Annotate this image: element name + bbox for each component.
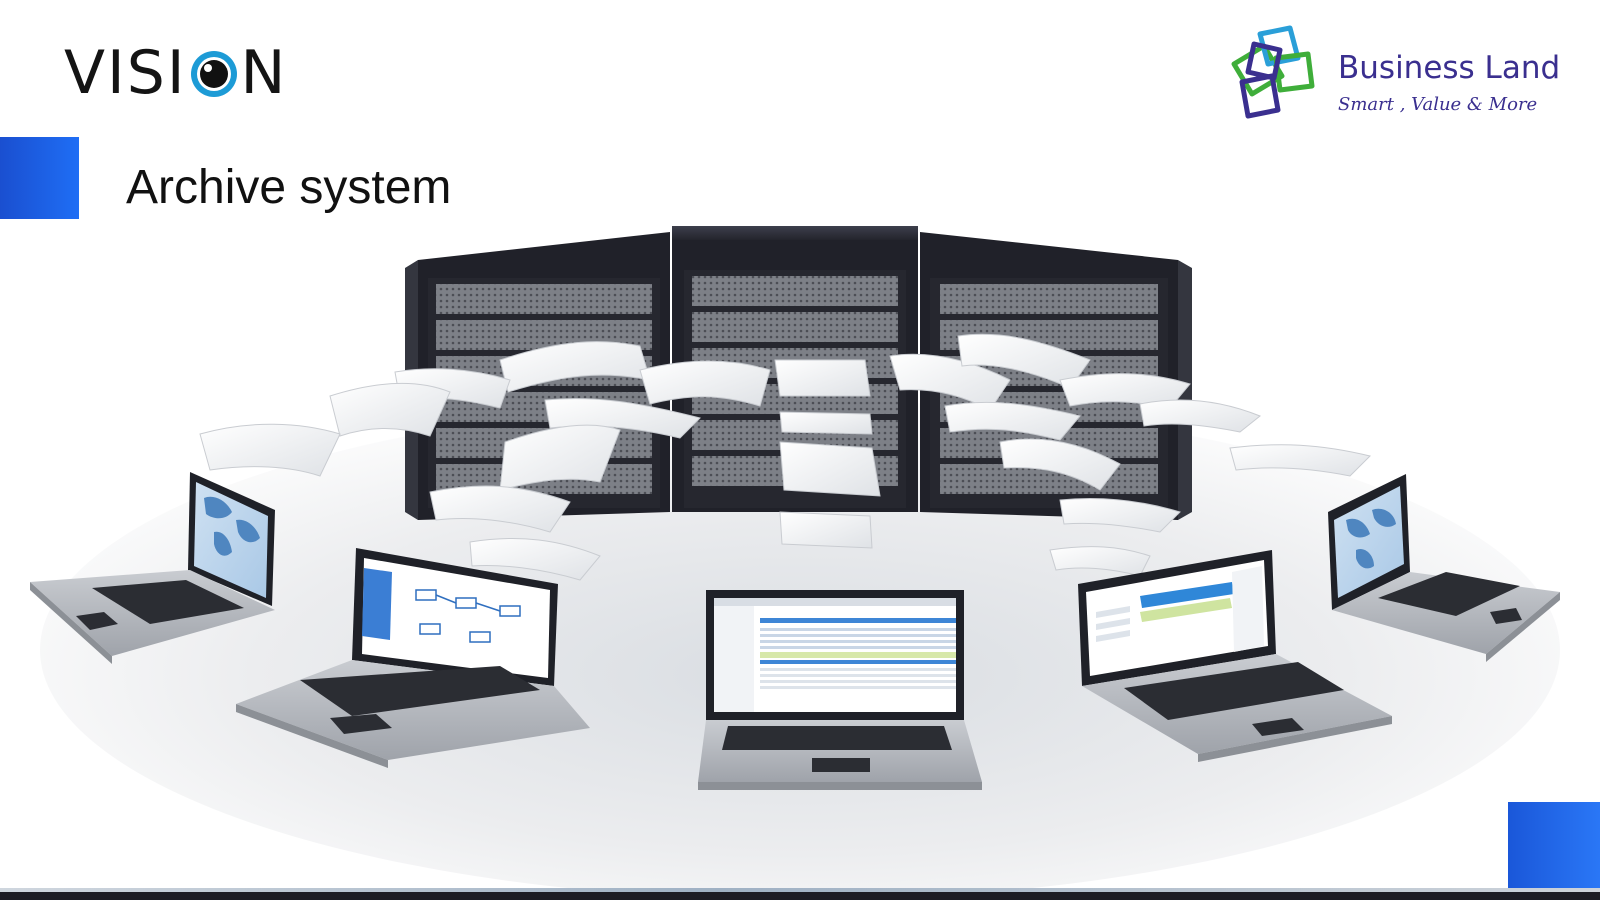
laptop-right [1078, 550, 1392, 762]
laptop-left [236, 548, 590, 768]
laptop-center [698, 590, 982, 790]
business-land-tagline: Smart , Value & More [1338, 94, 1538, 115]
accent-block-left [0, 137, 79, 219]
business-land-logo: Business Land Smart , Value & More [1220, 24, 1560, 120]
laptop-far-right [1328, 474, 1560, 662]
flying-papers [199, 333, 1371, 581]
laptop-far-left [30, 472, 275, 664]
vision-logo: VISI N [64, 42, 287, 104]
bottom-bar [0, 888, 1600, 900]
interlocking-squares-icon [1231, 25, 1315, 119]
eye-icon [190, 51, 237, 97]
page-title: Archive system [126, 161, 452, 214]
accent-block-right [1508, 802, 1600, 890]
vision-logo-text-left: VISI [64, 38, 187, 108]
vision-logo-text-right: N [240, 38, 288, 108]
business-land-name: Business Land [1338, 50, 1561, 86]
servers-and-laptops-illustration [30, 226, 1560, 890]
